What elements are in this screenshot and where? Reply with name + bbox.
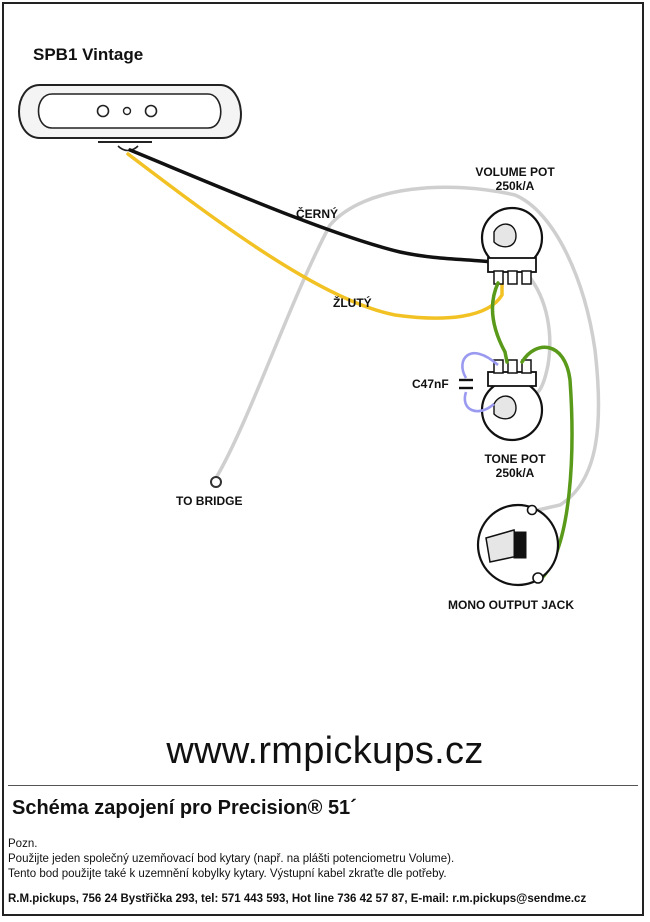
website-url[interactable]: www.rmpickups.cz — [166, 730, 484, 772]
output-jack[interactable] — [476, 503, 560, 587]
page-heading: Schéma zapojení pro Precision® 51´ — [12, 797, 357, 819]
capacitor-label: C47nF — [412, 377, 449, 391]
pickup — [18, 84, 242, 152]
notes-line-2: Tento bod použijte také k uzemnění kobyl… — [8, 868, 447, 880]
tone-pot[interactable] — [480, 359, 544, 442]
bridge-ground-wire — [214, 185, 601, 512]
bridge-label: TO BRIDGE — [176, 494, 243, 508]
notes-label: Pozn. — [8, 838, 38, 850]
yellow-wire — [126, 152, 504, 320]
yellow-wire-label: ŽLUTÝ — [333, 296, 372, 310]
tone-pot-title: TONE POT — [484, 452, 546, 466]
black-wire-label: ČERNÝ — [296, 207, 339, 221]
volume-pot-value: 250k/A — [495, 179, 535, 193]
capacitor — [459, 352, 499, 413]
volume-tone-ground-wire — [526, 273, 552, 394]
jack-label: MONO OUTPUT JACK — [448, 598, 574, 612]
divider — [8, 785, 638, 786]
volume-to-tone-green-wire — [490, 281, 509, 364]
black-wire — [128, 148, 516, 280]
notes-line-1: Použijte jeden společný uzemňovací bod k… — [8, 853, 455, 865]
volume-pot-title: VOLUME POT — [475, 165, 555, 179]
pickup-title: SPB1 Vintage — [33, 45, 144, 64]
tone-to-jack-green-wire — [520, 345, 574, 580]
page-frame — [2, 2, 644, 916]
notes: Pozn. Použijte jeden společný uzemňovací… — [8, 837, 454, 882]
green-wires — [490, 281, 574, 580]
footer-contact: R.M.pickups, 756 24 Bystřička 293, tel: … — [8, 893, 587, 905]
volume-pot[interactable] — [480, 206, 544, 285]
tone-pot-label: TONE POT 250k/A — [455, 452, 575, 480]
tone-pot-value: 250k/A — [495, 466, 535, 480]
volume-pot-label: VOLUME POT 250k/A — [455, 165, 575, 193]
ground-wires — [214, 185, 601, 512]
bridge-terminal — [210, 476, 222, 488]
